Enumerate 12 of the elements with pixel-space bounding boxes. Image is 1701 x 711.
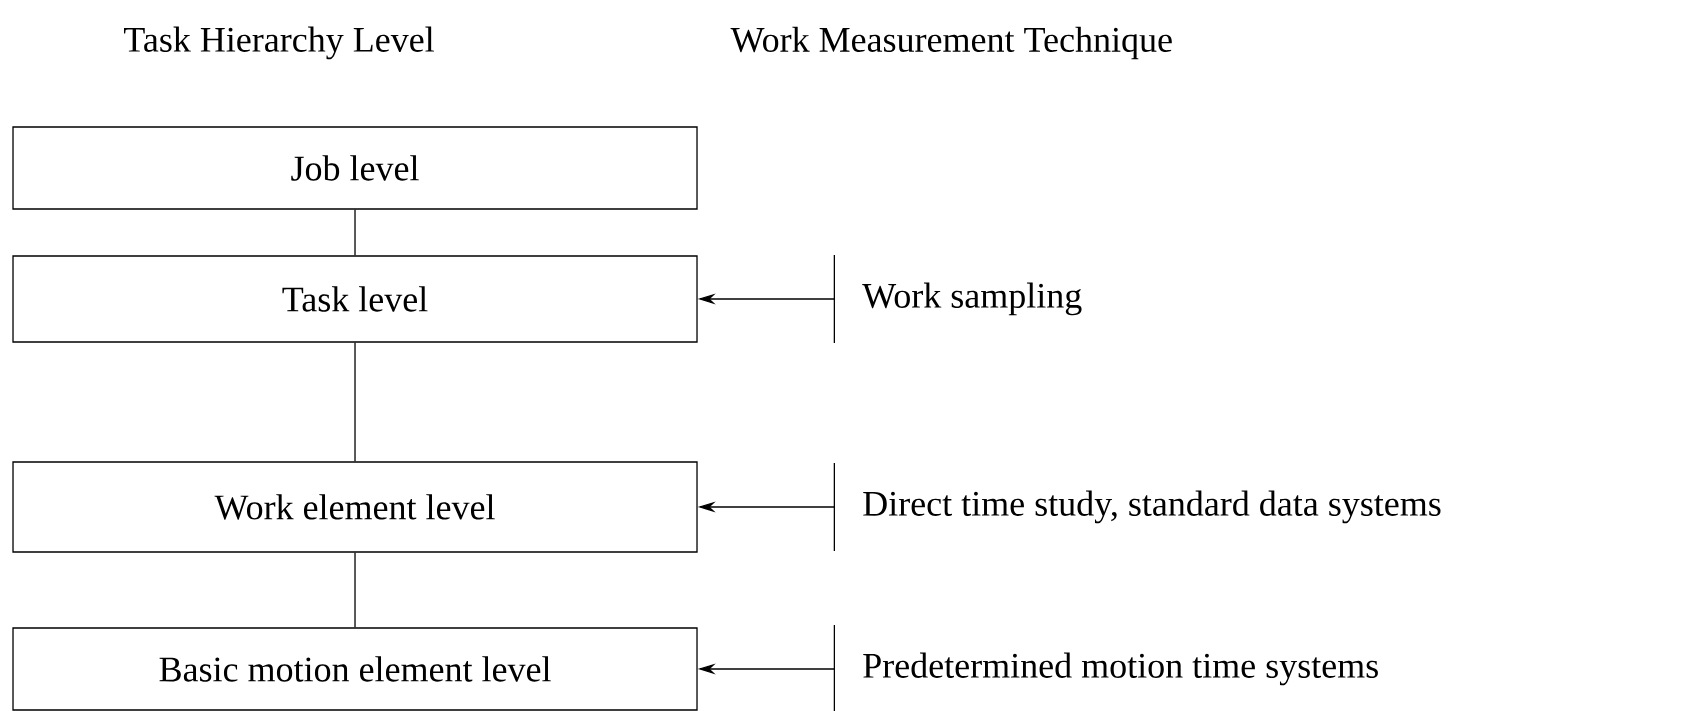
level-box: Basic motion element level	[12, 627, 698, 711]
connector-line	[354, 209, 356, 256]
connector-line	[354, 552, 356, 628]
level-box: Job level	[12, 126, 698, 210]
technique-text: Predetermined motion time systems	[863, 652, 1378, 686]
connector-line	[354, 342, 356, 462]
technique-text: Work sampling	[862, 282, 1082, 316]
level-box: Work element level	[12, 461, 698, 553]
column-heading: Work Measurement Technique	[730, 26, 1172, 60]
technique-text: Direct time study, standard data systems	[863, 490, 1441, 524]
level-box: Task level	[12, 255, 698, 343]
column-heading: Task Hierarchy Level	[124, 26, 434, 60]
